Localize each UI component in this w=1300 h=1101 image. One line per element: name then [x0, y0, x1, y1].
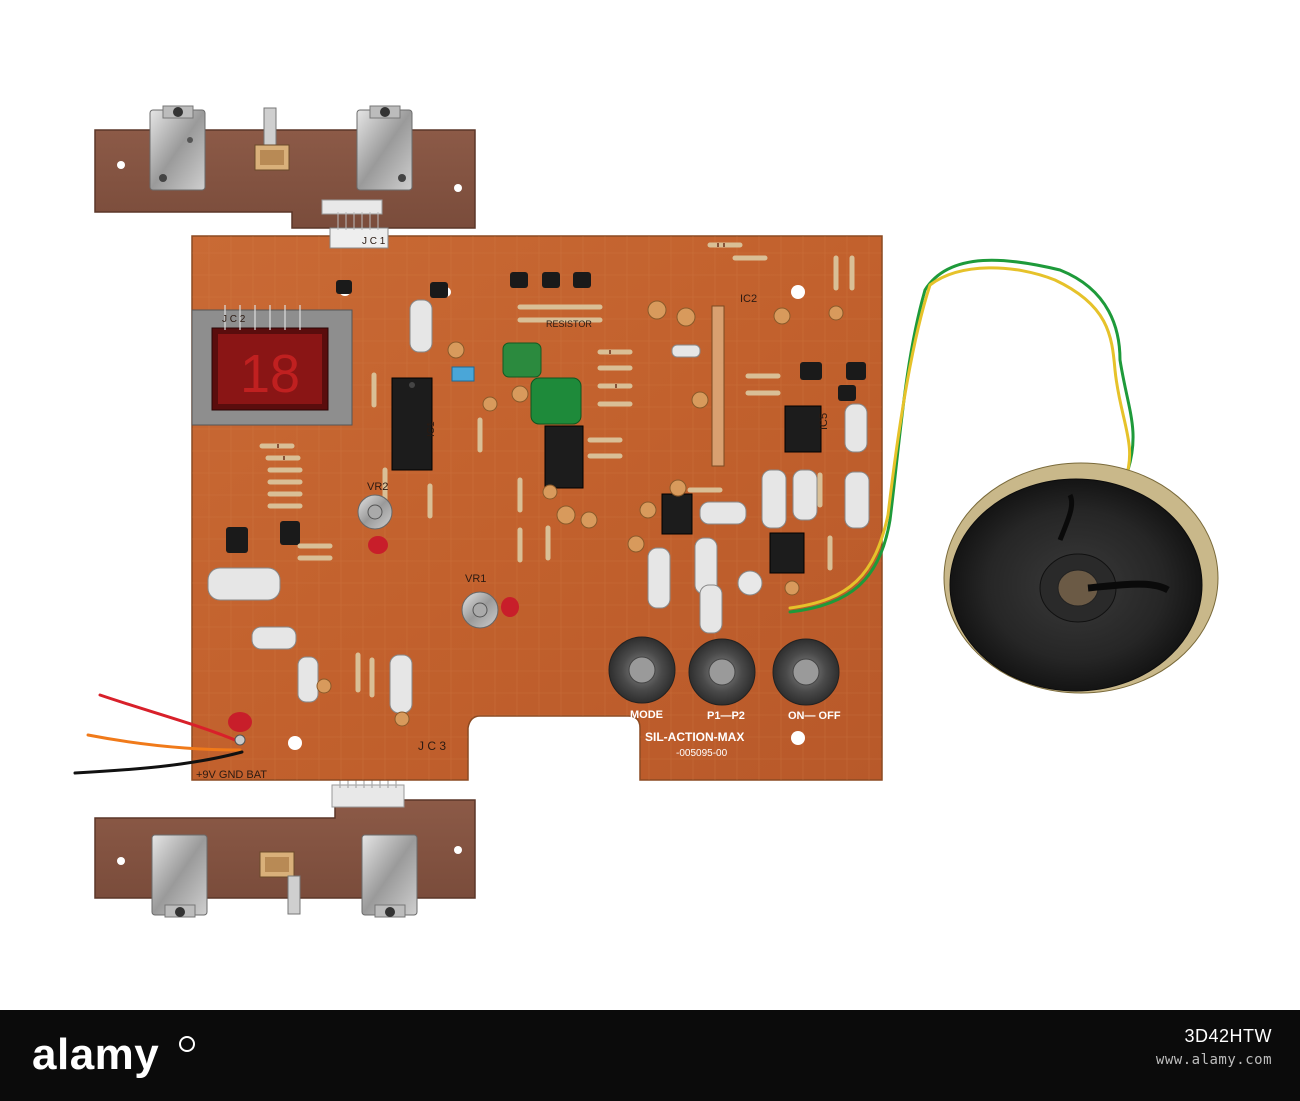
- mode-knob: [608, 636, 676, 704]
- label-on-off: ON— OFF: [788, 710, 841, 722]
- ic-small-chip: [661, 493, 693, 535]
- slide-switch-bottom: [259, 851, 301, 915]
- label-jc1: J C 1: [362, 236, 386, 247]
- p1-p2-knob: [688, 638, 756, 706]
- label-resistor: RESISTOR: [546, 319, 592, 329]
- audio-jack-bottom-left: [151, 834, 208, 918]
- on-off-knob: [772, 638, 840, 706]
- label-p1-p2: P1—P2: [707, 710, 745, 722]
- ic-lm3900: [544, 425, 584, 489]
- label-jc3: J C 3: [418, 739, 446, 753]
- audio-jack-bottom-right: [361, 834, 418, 918]
- display-digits: 18: [240, 344, 300, 404]
- label-ic1: IC1: [426, 421, 437, 437]
- top-jack-board: [94, 105, 476, 229]
- seven-segment-display: 18: [191, 305, 353, 426]
- label-mode: MODE: [630, 709, 663, 721]
- logo-mark-icon: [179, 1036, 195, 1052]
- main-circuit-board: 18: [73, 212, 883, 781]
- vr2-trimmer: [357, 494, 393, 554]
- speaker-wires: [788, 258, 1135, 614]
- photo-scene: 18: [73, 105, 1219, 918]
- label-vr1: VR1: [465, 573, 486, 585]
- label-power-terminals: +9V GND BAT: [196, 769, 267, 781]
- label-part-number: -005095-00: [676, 748, 728, 759]
- slide-switch-top: [254, 107, 290, 171]
- label-jc2: J C 2: [222, 314, 246, 325]
- footer-url: www.alamy.com: [1155, 1052, 1272, 1068]
- vr1-trimmer: [461, 591, 519, 629]
- alamy-logo: alamy: [32, 1030, 195, 1079]
- ic5-chip: [784, 405, 822, 453]
- label-model: SIL-ACTION-MAX: [645, 730, 744, 744]
- stock-image-id: 3D42HTW: [1184, 1026, 1272, 1046]
- label-vr2: VR2: [367, 481, 388, 493]
- bottom-jack-board: [94, 770, 476, 918]
- speaker: [943, 462, 1219, 694]
- audio-jack-left: [149, 105, 206, 191]
- logo-text: alamy: [32, 1030, 160, 1079]
- power-wires: [73, 693, 252, 775]
- ic-jrc-chip: [769, 532, 805, 574]
- label-ic5: IC5: [818, 413, 830, 430]
- ic1-chip: [391, 377, 433, 471]
- label-ic2: IC2: [740, 293, 757, 305]
- watermark-footer: alamy 3D42HTW www.alamy.com: [0, 1010, 1300, 1101]
- audio-jack-right: [356, 105, 413, 191]
